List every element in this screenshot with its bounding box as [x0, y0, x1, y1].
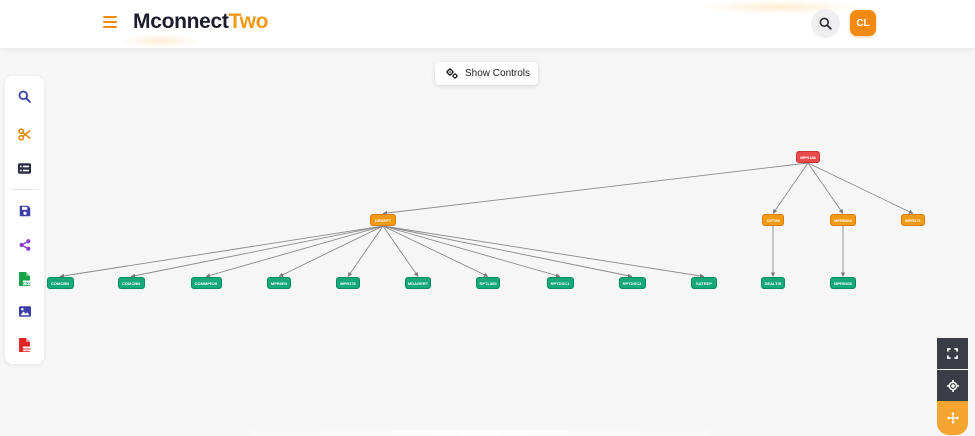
- user-avatar[interactable]: CL: [850, 10, 876, 36]
- graph-edge: [59, 225, 384, 279]
- left-toolbar: CSV PDF: [5, 76, 44, 364]
- image-icon: [18, 305, 31, 317]
- fullscreen-icon: [947, 348, 958, 359]
- graph-edge: [382, 162, 809, 216]
- graph-edge: [382, 225, 633, 278]
- graph-node[interactable]: SATREP: [691, 277, 717, 289]
- sidebar-save-button[interactable]: [5, 198, 44, 224]
- graph-node[interactable]: RPTDSC1: [546, 277, 574, 289]
- svg-text:PDF: PDF: [23, 346, 31, 351]
- graph-edge: [205, 225, 384, 278]
- graph-node[interactable]: DEALTIS: [761, 277, 785, 289]
- search-icon: [819, 17, 832, 30]
- sidebar-cut-button[interactable]: [5, 121, 44, 147]
- graph-node[interactable]: MPR188: [796, 151, 820, 163]
- graph-node[interactable]: COMCBN: [46, 277, 74, 289]
- graph-node[interactable]: RPTDSC2: [618, 277, 646, 289]
- brand-name-part2: Two: [228, 10, 269, 33]
- pan-button[interactable]: [937, 401, 968, 435]
- save-icon: [19, 205, 30, 217]
- graph-node[interactable]: DEBEPT: [370, 214, 396, 226]
- graph-node[interactable]: RPTL365: [476, 277, 500, 289]
- graph-node[interactable]: COMMPR26: [190, 277, 222, 289]
- search-icon: [18, 90, 31, 103]
- brand-name-part1: Mconnect: [133, 10, 229, 33]
- graph-edge: [382, 225, 561, 278]
- graph-node[interactable]: COMCBN: [117, 277, 145, 289]
- graph-edge: [347, 225, 384, 277]
- sidebar-search-button[interactable]: [5, 83, 44, 109]
- show-controls-button[interactable]: Show Controls: [435, 62, 538, 85]
- show-controls-label: Show Controls: [465, 68, 531, 79]
- move-icon: [946, 412, 959, 424]
- fullscreen-button[interactable]: [937, 338, 968, 369]
- gears-icon: [446, 68, 458, 79]
- pdf-file-icon: PDF: [19, 338, 31, 352]
- sidebar-list-button[interactable]: [5, 155, 44, 181]
- graph-edge: [807, 162, 914, 214]
- svg-text:CSV: CSV: [23, 280, 31, 285]
- sidebar-share-button[interactable]: [5, 232, 44, 258]
- graph-edge: [130, 225, 384, 278]
- graph-node[interactable]: MPR0R3: [267, 277, 291, 289]
- app-logo[interactable]: MconnectTwo: [133, 10, 268, 34]
- graph-node[interactable]: MPR0604: [830, 214, 856, 226]
- crosshair-icon: [946, 379, 959, 392]
- sidebar-export-image-button[interactable]: [5, 298, 44, 324]
- top-header: MconnectTwo CL: [0, 0, 975, 48]
- sidebar-divider: [11, 189, 38, 190]
- graph-edge: [382, 225, 489, 277]
- header-search-button[interactable]: [811, 9, 840, 38]
- graph-node[interactable]: MPR176: [336, 277, 360, 289]
- graph-node[interactable]: MDAGERT: [405, 277, 431, 289]
- sidebar-export-pdf-button[interactable]: PDF: [5, 332, 44, 358]
- center-view-button[interactable]: [937, 370, 968, 401]
- graph-edge: [772, 162, 809, 214]
- graph-edge: [278, 225, 384, 277]
- scissors-icon: [18, 127, 31, 141]
- csv-file-icon: CSV: [19, 272, 31, 286]
- graph-edge: [382, 225, 705, 279]
- graph-node[interactable]: CIF765: [762, 214, 784, 226]
- hamburger-menu-icon[interactable]: [103, 16, 117, 28]
- graph-node[interactable]: MPR0608: [830, 277, 856, 289]
- share-icon: [19, 239, 30, 251]
- graph-edge: [382, 225, 419, 277]
- graph-node[interactable]: MPR271: [901, 214, 925, 226]
- sidebar-export-csv-button[interactable]: CSV: [5, 266, 44, 292]
- graph-edge: [807, 162, 844, 214]
- list-icon: [18, 162, 31, 174]
